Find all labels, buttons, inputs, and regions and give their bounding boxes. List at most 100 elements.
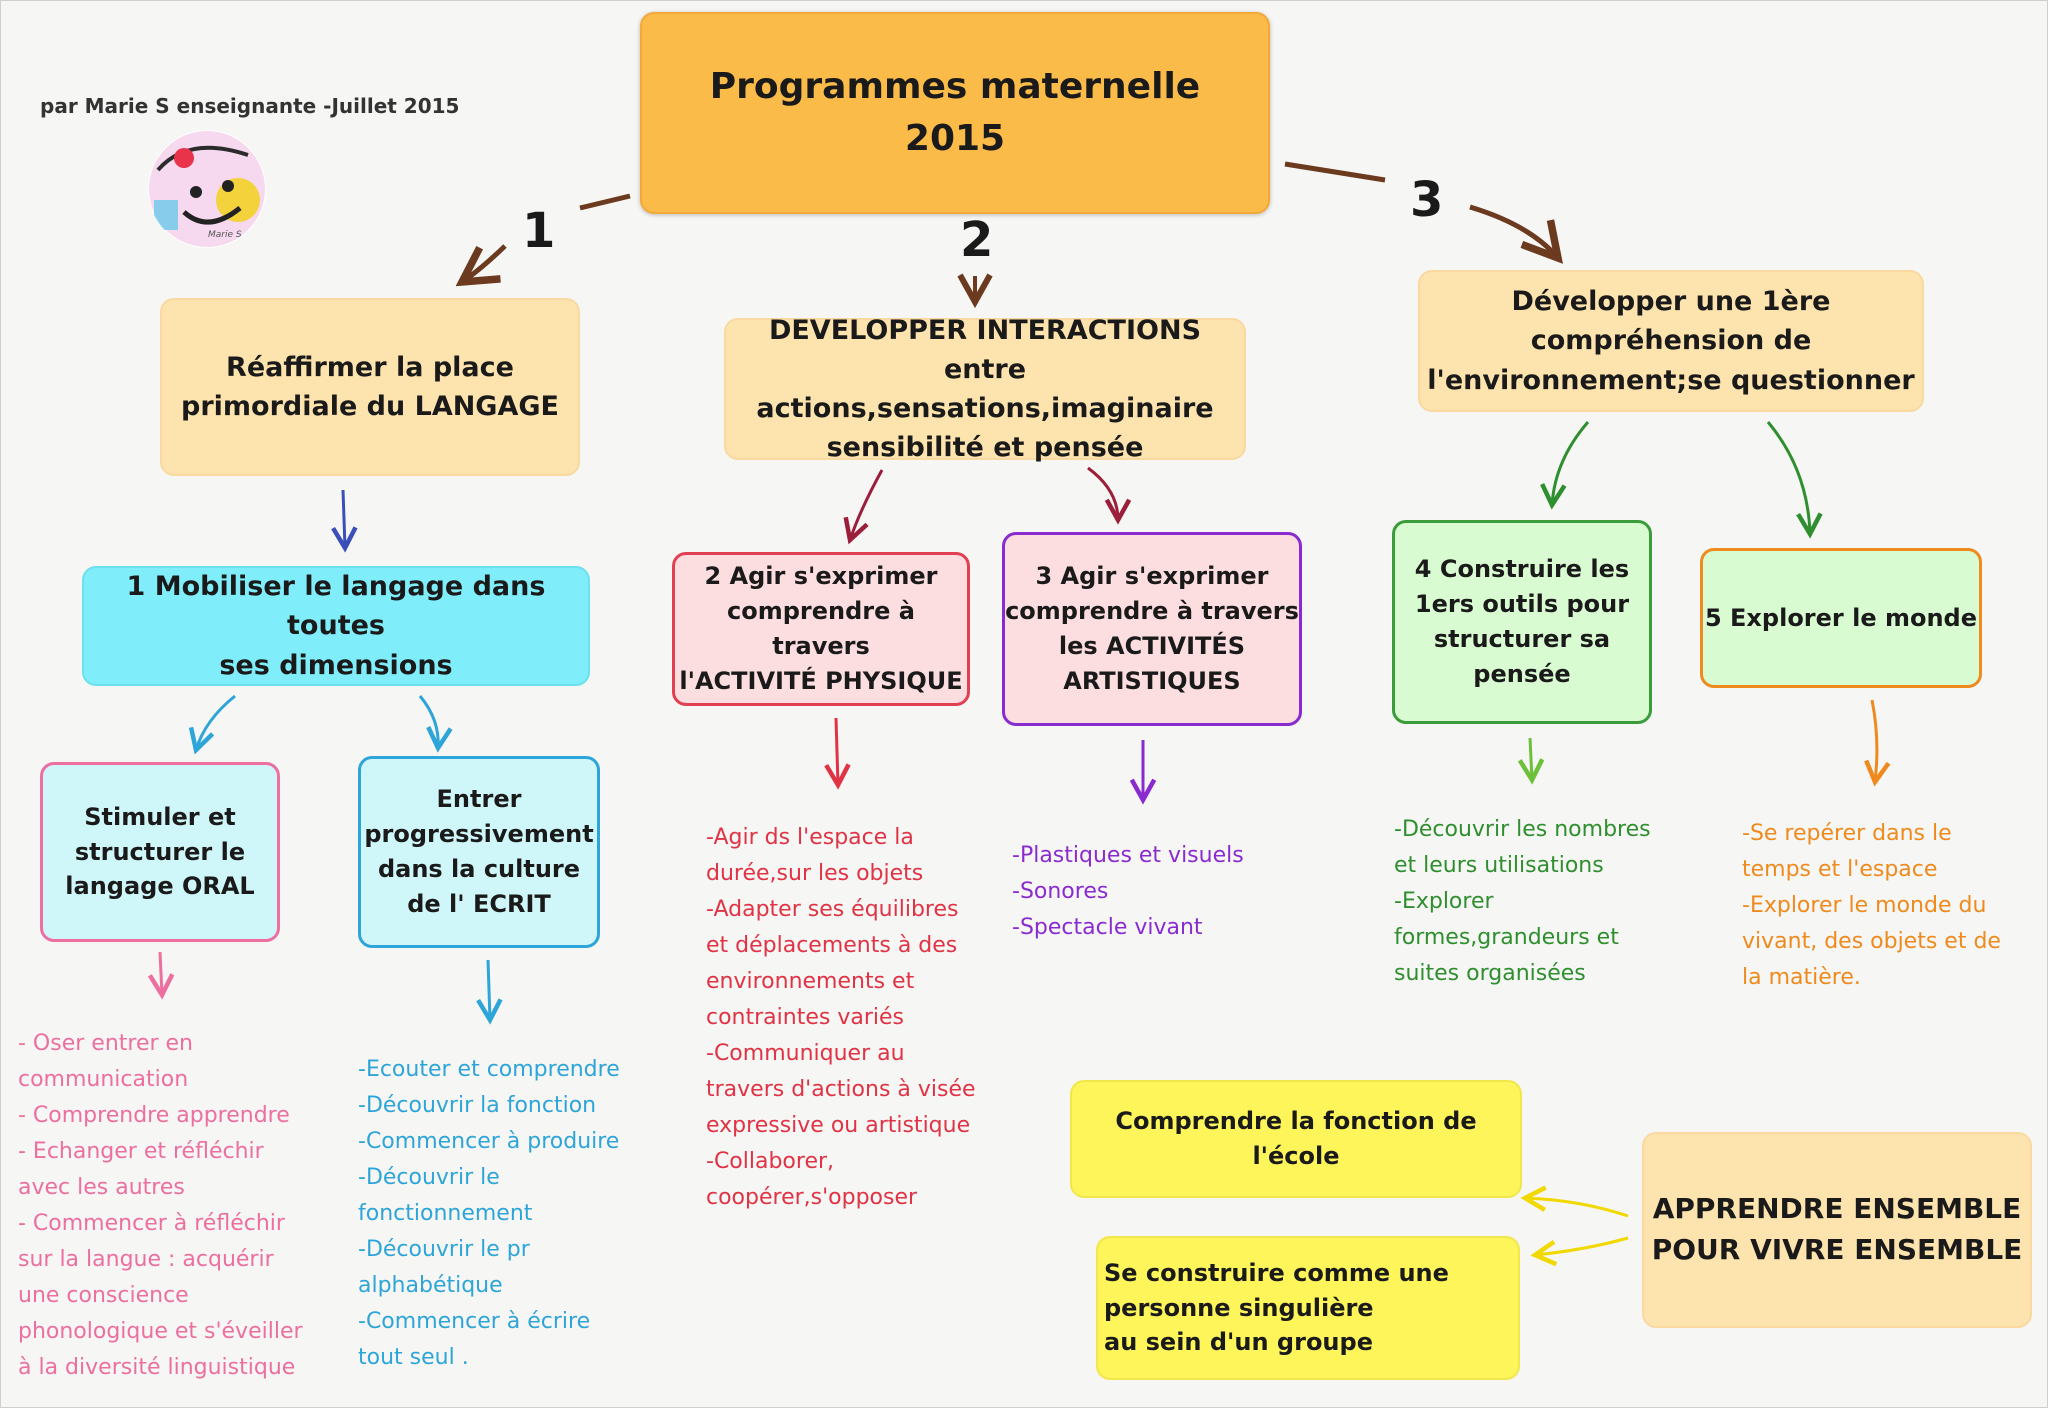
axis-langage-box: Réaffirmer la place primordiale du LANGA… — [160, 298, 580, 476]
domain-2-box: 2 Agir s'exprimer comprendre à travers l… — [672, 552, 970, 706]
arrow-axis2-to-domain3 — [1087, 466, 1118, 520]
school-singuliere-line: Se construire comme une — [1104, 1258, 1449, 1287]
list-physique-item: expressive ou artistique — [706, 1113, 971, 1138]
axis-environnement-box: Développer une 1ère compréhension de l'e… — [1418, 270, 1924, 412]
arrow-oral-to-list — [160, 951, 162, 995]
arrow-ecrit-to-list — [488, 959, 490, 1020]
list-artistiques-item: -Spectacle vivant — [1012, 915, 1203, 940]
domain-3-line: ARTISTIQUES — [1063, 666, 1241, 695]
axis-interactions-line: entre actions,sensations,imaginaire — [756, 353, 1214, 424]
list-oral-item: communication — [18, 1067, 189, 1092]
school-fonction-line: Comprendre la fonction de l'école — [1115, 1107, 1477, 1170]
arrow-main-to-axis1-head — [462, 244, 507, 282]
list-monde-item: -Explorer le monde du — [1742, 893, 1987, 918]
author-credit: par Marie S enseignante -Juillet 2015 — [40, 94, 460, 118]
school-singuliere-line: au sein d'un groupe — [1104, 1328, 1373, 1357]
arrow-domain5-to-list — [1872, 699, 1877, 782]
main-title-year: 2015 — [904, 118, 1006, 159]
list-outils: -Découvrir les nombres et leurs utilisat… — [1394, 812, 1651, 992]
list-oral-item: avec les autres — [18, 1175, 185, 1200]
domain-2-line: l'ACTIVITÉ PHYSIQUE — [679, 666, 963, 695]
avatar-signature: Marie S — [208, 230, 242, 240]
list-monde-item: la matière. — [1742, 965, 1861, 990]
domain-3-box: 3 Agir s'exprimer comprendre à travers l… — [1002, 532, 1302, 726]
list-physique-item: travers d'actions à visée — [706, 1077, 976, 1102]
domain-4-line: 1ers outils pour — [1414, 590, 1630, 619]
main-title-line: Programmes maternelle — [709, 65, 1201, 107]
list-monde-item: temps et l'espace — [1742, 857, 1938, 882]
arrow-domain1-to-ecrit — [418, 695, 438, 748]
domain-4-box: 4 Construire les 1ers outils pour struct… — [1392, 520, 1652, 724]
list-physique-item: coopérer,s'opposer — [706, 1185, 918, 1210]
axis-langage-line: Réaffirmer la place — [226, 351, 514, 383]
list-physique-item: et déplacements à des — [706, 933, 958, 958]
domain-5-box: 5 Explorer le monde — [1700, 548, 1982, 688]
list-ecrit-item: -Ecouter et comprendre — [358, 1057, 620, 1082]
arrow-axis1-to-domain1 — [343, 489, 345, 548]
subdomain-ecrit-line: de l' ECRIT — [407, 889, 551, 918]
subdomain-ecrit-line: dans la culture — [377, 855, 581, 883]
list-ecrit: -Ecouter et comprendre -Découvrir la fon… — [358, 1052, 620, 1376]
school-singuliere-line: personne singulière — [1104, 1293, 1374, 1322]
subdomain-ecrit-box: Entrer progressivement dans la culture d… — [358, 756, 600, 948]
arrow-axis2-to-domain2 — [850, 469, 884, 540]
arrow-domain1-to-oral — [196, 694, 236, 750]
domain-3-line: comprendre à travers — [1005, 597, 1299, 626]
list-physique-item: environnements et — [706, 969, 915, 994]
avatar: Marie S — [148, 130, 266, 248]
branch-number-2: 2 — [960, 212, 994, 268]
list-outils-item: -Découvrir les nombres — [1394, 817, 1651, 842]
list-ecrit-item: -Découvrir le pr — [358, 1237, 530, 1262]
domain-3-line: 3 Agir s'exprimer — [1035, 562, 1269, 591]
axis-interactions-line: DEVELOPPER INTERACTIONS — [768, 314, 1202, 346]
arrow-main-to-axis1 — [579, 193, 631, 211]
axis-environnement-line: Développer une 1ère — [1511, 286, 1831, 318]
arrow-domain4-to-list — [1530, 737, 1532, 780]
list-ecrit-item: fonctionnement — [358, 1201, 533, 1226]
list-physique: -Agir ds l'espace la durée,sur les objet… — [706, 820, 976, 1216]
list-oral-item: - Oser entrer en — [18, 1031, 194, 1056]
arrow-ensemble-to-fonction — [1525, 1198, 1629, 1218]
arrow-ensemble-to-singuliere — [1535, 1236, 1629, 1255]
list-physique-item: -Collaborer, — [706, 1149, 835, 1174]
domain-2-line: comprendre à travers — [727, 597, 915, 660]
domain-2-line: 2 Agir s'exprimer — [704, 562, 938, 591]
list-oral-item: à la diversité linguistique — [18, 1355, 296, 1380]
domain-4-line: 4 Construire les — [1414, 555, 1630, 584]
list-ecrit-item: -Découvrir le — [358, 1165, 500, 1190]
list-oral-item: - Comprendre apprendre — [18, 1103, 290, 1128]
domain-1-box: 1 Mobiliser le langage dans toutes ses d… — [82, 566, 590, 686]
list-ecrit-item: alphabétique — [358, 1273, 503, 1298]
list-ecrit-item: -Commencer à produire — [358, 1129, 620, 1154]
list-artistiques-item: -Plastiques et visuels — [1012, 843, 1244, 868]
list-oral: - Oser entrer en communication - Compren… — [18, 1026, 303, 1386]
subdomain-oral-box: Stimuler et structurer le langage ORAL — [40, 762, 280, 942]
domain-1-line: 1 Mobiliser le langage dans toutes — [126, 571, 546, 642]
list-physique-item: -Communiquer au — [706, 1041, 905, 1066]
domain-4-line: pensée — [1473, 659, 1571, 688]
list-monde-item: -Se repérer dans le — [1742, 821, 1952, 846]
list-physique-item: -Agir ds l'espace la — [706, 825, 914, 850]
ensemble-line: POUR VIVRE ENSEMBLE — [1651, 1233, 2023, 1266]
branch-number-1: 1 — [522, 203, 556, 259]
list-oral-item: - Echanger et réfléchir — [18, 1139, 264, 1164]
domain-1-line: ses dimensions — [219, 649, 453, 681]
list-oral-item: une conscience — [18, 1283, 189, 1308]
list-monde: -Se repérer dans le temps et l'espace -E… — [1742, 816, 2001, 996]
branch-number-3: 3 — [1410, 172, 1444, 228]
school-fonction-box: Comprendre la fonction de l'école — [1070, 1080, 1522, 1198]
arrow-domain2-to-list — [836, 717, 838, 785]
domain-4-line: structurer sa — [1433, 625, 1611, 653]
axis-interactions-box: DEVELOPPER INTERACTIONS entre actions,se… — [724, 315, 1246, 463]
list-oral-item: sur la langue : acquérir — [18, 1247, 274, 1272]
subdomain-ecrit-line: progressivement — [364, 820, 594, 849]
arrow-axis3-to-domain4 — [1552, 421, 1590, 505]
arrow-axis3-to-domain5 — [1766, 421, 1810, 534]
list-physique-item: durée,sur les objets — [706, 861, 924, 886]
list-ecrit-item: -Commencer à écrire — [358, 1309, 591, 1334]
list-oral-item: phonologique et s'éveiller — [18, 1319, 303, 1344]
list-artistiques: -Plastiques et visuels -Sonores -Spectac… — [1012, 838, 1244, 946]
arrow-main-to-axis3-head — [1469, 204, 1558, 258]
list-outils-item: formes,grandeurs et — [1394, 925, 1619, 950]
ensemble-line: APPRENDRE ENSEMBLE — [1652, 1192, 2022, 1226]
